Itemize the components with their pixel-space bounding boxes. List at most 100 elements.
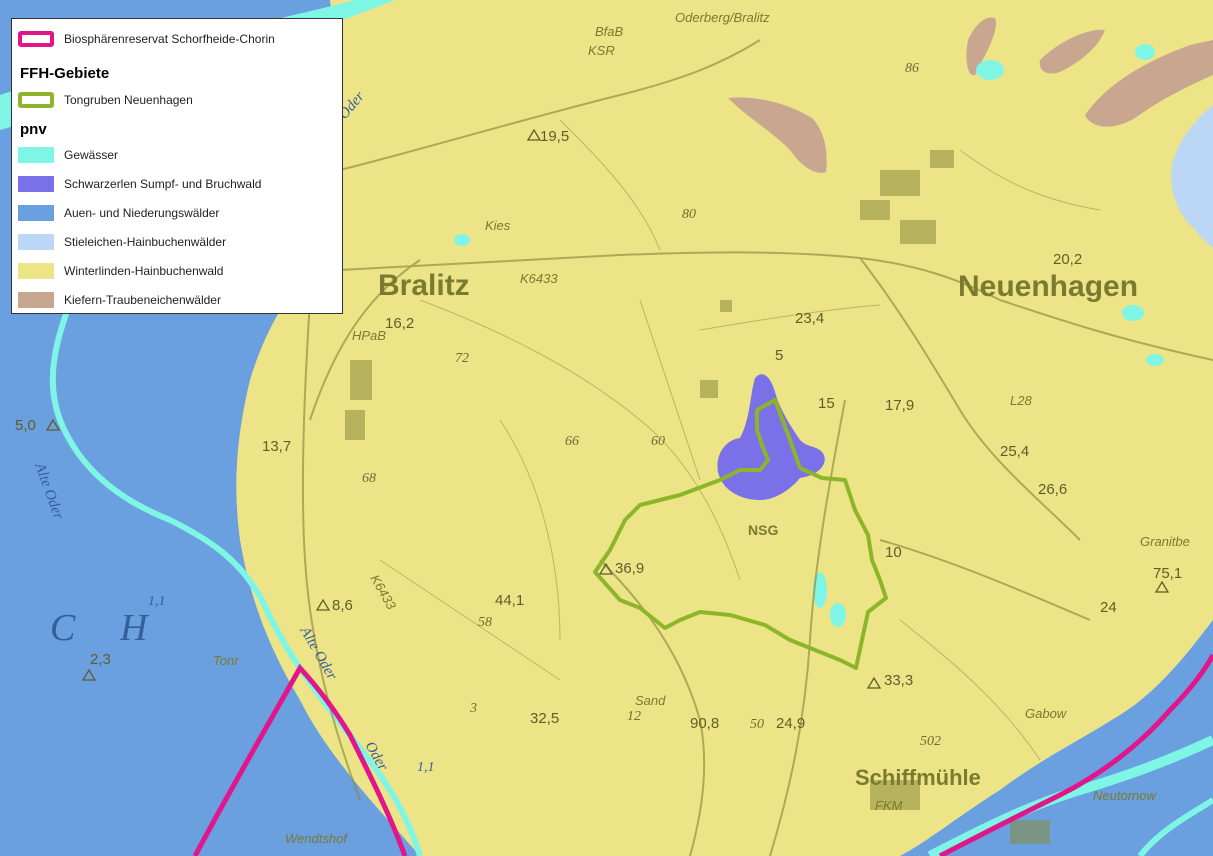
place-neutornow: Neutornow: [1093, 788, 1157, 803]
elevation-label: 23,4: [795, 310, 824, 327]
elevation-label: 1,1: [148, 594, 166, 609]
ffh-boundary: [593, 398, 888, 670]
place-tonr: Tonr: [213, 653, 239, 668]
map-linework: [301, 39, 1213, 856]
map-fine-lines: [379, 119, 1101, 761]
place-sand: Sand: [635, 693, 666, 708]
place-bfab: BfaB: [595, 24, 624, 39]
biosphere-boundary-left: [192, 663, 408, 856]
elevation-label: 66: [565, 434, 579, 449]
winterlinden-area: [236, 0, 1213, 856]
stieleichen-swatch: [18, 234, 54, 250]
winterlinden-swatch: [18, 263, 54, 279]
legend-ffh-title: FFH-Gebiete: [20, 65, 110, 82]
kiefern-area-1: [728, 97, 827, 173]
legend-item-label: Auen- und Niederungswälder: [64, 206, 220, 220]
legend-item-winterlinden: Winterlinden-Hainbuchenwald: [18, 260, 223, 282]
oder-river-bottom-2: [1137, 797, 1213, 856]
pond: [813, 572, 827, 608]
elevation-label: 2,3: [90, 651, 111, 668]
legend-biosphere-label: Biosphärenreservat Schorfheide-Chorin: [64, 32, 275, 46]
schwarzerlen-swatch: [18, 176, 54, 192]
road-k6433: K6433: [520, 271, 558, 286]
elevation-label: 1,1: [417, 760, 435, 775]
legend-biosphere-row: Biosphärenreservat Schorfheide-Chorin: [18, 28, 275, 50]
legend-item-label: Gewässer: [64, 148, 119, 162]
elevation-label: 3: [469, 701, 477, 716]
elevation-label: 502: [920, 734, 941, 749]
elevation-label: 5,0: [15, 417, 36, 434]
settlement-blocks: [345, 150, 1050, 844]
elevation-label: 60: [651, 434, 665, 449]
kiefern-area-4: [1085, 40, 1213, 127]
elevation-label: 15: [818, 395, 835, 412]
place-hpab: HPaB: [352, 328, 386, 343]
elevation-label: 17,9: [885, 397, 914, 414]
place-gabow: Gabow: [1025, 706, 1068, 721]
kiefern-swatch: [18, 292, 54, 308]
oder-river-bottom: [927, 735, 1213, 856]
elevation-label: 44,1: [495, 592, 524, 609]
legend-item-stieleichen: Stieleichen-Hainbuchenwälder: [18, 231, 226, 253]
legend-item-gewaesser: Gewässer: [18, 144, 118, 166]
elevation-label: 90,8: [690, 715, 719, 732]
elevation-label: 16,2: [385, 315, 414, 332]
map-legend: Biosphärenreservat Schorfheide-Chorin FF…: [11, 18, 343, 314]
legend-pnv-title: pnv: [20, 121, 47, 138]
kiefern-area-3: [1039, 29, 1105, 74]
elevation-label: 5: [775, 347, 783, 364]
legend-item-label: Schwarzerlen Sumpf- und Bruchwald: [64, 177, 262, 191]
gewaesser-swatch: [18, 147, 54, 163]
elevation-label: 24,9: [776, 715, 805, 732]
biosphere-swatch: [18, 31, 54, 47]
pond: [454, 234, 470, 246]
elevation-label: 25,4: [1000, 443, 1029, 460]
region-letter-h: H: [119, 607, 150, 649]
auen-swatch: [18, 205, 54, 221]
place-wendtshof: Wendtshof: [285, 831, 348, 846]
elevation-label: 75,1: [1153, 565, 1182, 582]
elevation-label: 80: [682, 207, 696, 222]
elevation-label: 26,6: [1038, 481, 1067, 498]
pond: [1135, 44, 1155, 60]
elevation-label: 50: [750, 717, 764, 732]
elevation-label: 58: [478, 615, 492, 630]
elevation-label: 33,3: [884, 672, 913, 689]
elevation-label: 72: [455, 351, 469, 366]
elevation-label: 10: [885, 544, 902, 561]
place-ksr: KSR: [588, 43, 615, 58]
place-granitbe: Granitbe: [1140, 534, 1190, 549]
place-nsg: NSG: [748, 522, 778, 538]
elevation-label: 8,6: [332, 597, 353, 614]
legend-item-label: Kiefern-Traubeneichenwälder: [64, 293, 221, 307]
place-bralitz: Bralitz: [378, 269, 470, 302]
elevation-label: 19,5: [540, 128, 569, 145]
elevation-label: 68: [362, 471, 376, 486]
road-l28: L28: [1010, 393, 1032, 408]
pond: [1146, 354, 1164, 366]
place-schiffmuehle: Schiffmühle: [855, 765, 981, 790]
elevation-label: 20,2: [1053, 251, 1082, 268]
elevation-label: 13,7: [262, 438, 291, 455]
place-oderberg: Oderberg/Bralitz: [675, 10, 770, 25]
biosphere-boundary-right: [938, 653, 1213, 856]
ffh-swatch: [18, 92, 54, 108]
pond: [1122, 305, 1144, 321]
legend-item-label: Stieleichen-Hainbuchenwälder: [64, 235, 227, 249]
elevation-label: 36,9: [615, 560, 644, 577]
triangle-markers: [45, 128, 1170, 689]
place-fkm: FKM: [875, 798, 903, 813]
legend-item-label: Winterlinden-Hainbuchenwald: [64, 264, 224, 278]
kiefern-area-2: [966, 17, 996, 76]
region-letter-c: C: [50, 607, 76, 649]
place-kies: Kies: [485, 218, 511, 233]
legend-item-schwarzerlen: Schwarzerlen Sumpf- und Bruchwald: [18, 173, 261, 195]
elevation-label: 32,5: [530, 710, 559, 727]
elevation-label: 24: [1100, 599, 1117, 616]
pond: [830, 603, 846, 627]
legend-item-kiefern: Kiefern-Traubeneichenwälder: [18, 289, 221, 311]
pond: [976, 60, 1004, 80]
elevation-label: 86: [905, 61, 919, 76]
elevation-label: 12: [627, 709, 641, 724]
place-neuenhagen: Neuenhagen: [958, 270, 1138, 303]
